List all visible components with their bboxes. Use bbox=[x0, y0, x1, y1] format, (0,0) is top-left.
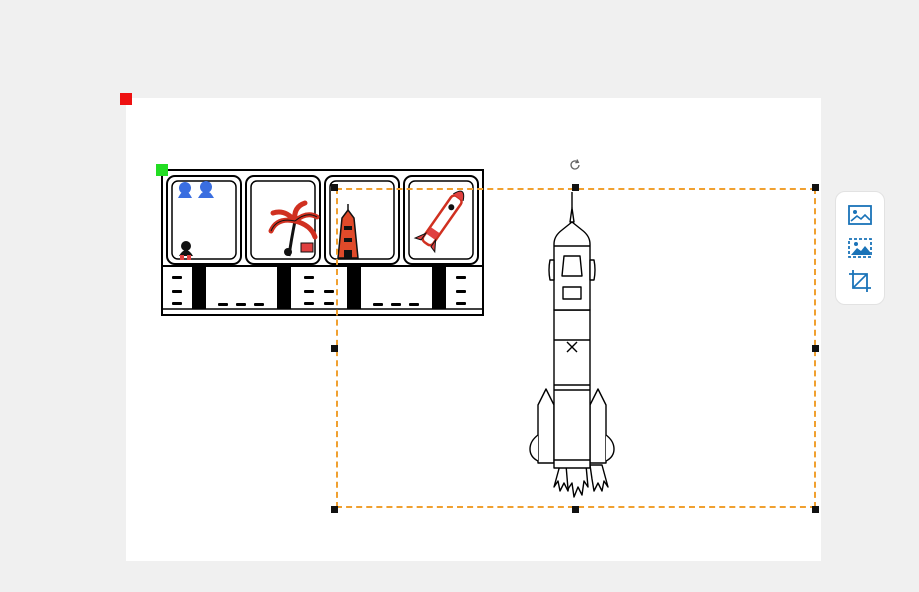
replace-image-icon bbox=[848, 204, 872, 225]
object-anchor-marker bbox=[156, 164, 168, 176]
resize-handle-middle-right[interactable] bbox=[812, 345, 819, 352]
resize-handle-bottom-left[interactable] bbox=[331, 506, 338, 513]
resize-handle-bottom-center[interactable] bbox=[572, 506, 579, 513]
image-tools-toolbar bbox=[835, 191, 885, 305]
rocket-line-drawing[interactable] bbox=[526, 190, 618, 506]
resize-handle-top-left[interactable] bbox=[331, 184, 338, 191]
resize-handle-middle-left[interactable] bbox=[331, 345, 338, 352]
four-panel-comic-illustration[interactable] bbox=[158, 166, 488, 319]
replace-image-button[interactable] bbox=[847, 202, 873, 228]
resize-handle-top-right[interactable] bbox=[812, 184, 819, 191]
crop-button[interactable] bbox=[847, 268, 873, 294]
resize-handle-bottom-right[interactable] bbox=[812, 506, 819, 513]
remove-background-button[interactable] bbox=[847, 235, 873, 261]
rotate-icon[interactable] bbox=[568, 158, 582, 172]
crop-icon bbox=[849, 270, 871, 293]
selection-box[interactable] bbox=[336, 188, 816, 508]
remove-background-icon bbox=[848, 238, 872, 258]
canvas-origin-marker bbox=[120, 93, 132, 105]
resize-handle-top-center[interactable] bbox=[572, 184, 579, 191]
